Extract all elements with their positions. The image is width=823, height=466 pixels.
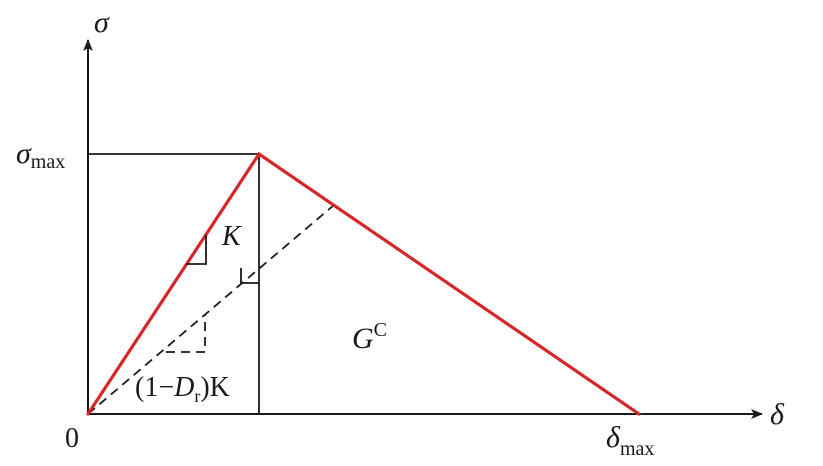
stiffness-label: K — [221, 221, 242, 252]
degraded-slope-triangle — [166, 314, 206, 353]
fracture-energy-label: GC — [352, 319, 387, 355]
y-axis-label: σ — [94, 6, 110, 39]
degraded-stiffness-label: (1−Dr)K — [135, 372, 230, 406]
damaged-stiffness-dashed-line — [87, 204, 335, 415]
delta-max-label: δmax — [606, 421, 654, 460]
origin-label: 0 — [65, 423, 79, 454]
stiffness-slope-triangle — [186, 235, 207, 265]
sigma-max-label: σmax — [16, 137, 65, 173]
x-axis-label: δ — [770, 398, 785, 431]
traction-separation-law — [86, 151, 641, 416]
intersection-corner-mark — [240, 268, 259, 284]
